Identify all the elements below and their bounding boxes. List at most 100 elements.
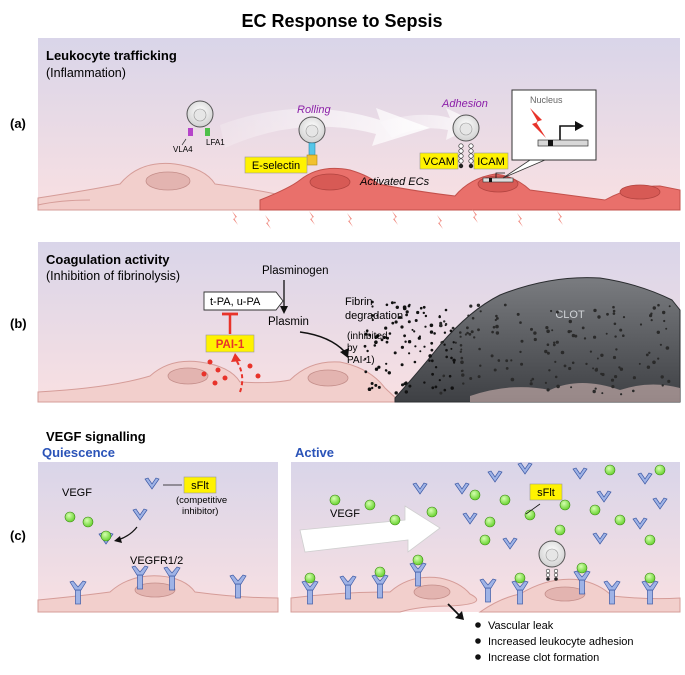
eselectin-molecule (306, 154, 318, 166)
fibrin-dot (384, 336, 387, 339)
fibrin-dot (615, 348, 618, 351)
lfa1-label: LFA1 (206, 138, 225, 147)
fibrin-dot (593, 308, 597, 313)
fibrin-dot (459, 344, 463, 347)
panel-a-label: (a) (10, 116, 26, 131)
inflammation-spark (309, 211, 315, 225)
vla4-pointer (181, 138, 187, 146)
fibrin-dot (380, 338, 384, 342)
callout-gene (537, 139, 589, 147)
fibrin-dot (440, 341, 444, 344)
fibrin-dot (555, 340, 559, 344)
fibrin-dot (416, 310, 420, 315)
plasmin-arrowhead (340, 348, 349, 358)
vegf-molecule-icon (654, 464, 666, 476)
vla4-receptor (188, 128, 193, 136)
fibrin-dot (443, 343, 446, 346)
fibrin-dot (659, 343, 663, 346)
ec-cells (37, 360, 402, 403)
fibrin-dot (563, 364, 567, 368)
adhesion-label: Adhesion (441, 98, 488, 110)
vegf-molecule-icon (484, 516, 496, 528)
fibrin-dot (519, 321, 522, 324)
fibrin-dot (371, 386, 374, 390)
panel-b-heading: Coagulation activity (46, 252, 170, 267)
inhibited-label-1: (inhibited (347, 331, 388, 342)
fibrin-dot (592, 367, 595, 370)
bullet-dot (475, 638, 481, 644)
fibrin-dot (467, 314, 470, 317)
ec-nucleus (309, 173, 351, 191)
clot-label: CLOT (555, 309, 585, 321)
fibrin-dot (531, 377, 535, 381)
fibrin-dot (384, 369, 388, 372)
fibrin-dot (450, 386, 454, 390)
bound-vegf-icon (304, 572, 316, 584)
fibrin-dot (622, 334, 625, 338)
fibrin-dot (492, 325, 496, 329)
fibrin-dot (393, 351, 397, 355)
fibrin-dot (592, 389, 596, 394)
fibrin-dot (402, 305, 407, 310)
fibrin-dot (648, 351, 651, 354)
activated-ecs-label: Activated ECs (359, 176, 430, 188)
ec-nucleus (145, 171, 191, 191)
fibrin-dot (408, 352, 411, 355)
secretion-arrow (235, 359, 244, 393)
fibrin-dot (571, 361, 575, 365)
fibrin-dot (622, 316, 626, 319)
fibrin-dot (404, 340, 407, 343)
fibrin-dot (408, 384, 412, 388)
fibrin-dot (374, 367, 379, 371)
fibrin-dot (583, 337, 587, 340)
fibrin-dot (364, 332, 368, 336)
fibrin-dot (585, 362, 588, 366)
fibrin-dot (530, 379, 533, 382)
fibrin-dot (560, 350, 565, 355)
bullet-dot (475, 622, 481, 628)
fibrin-dot (614, 335, 617, 338)
fibrin-dot (552, 343, 556, 347)
fibrin-dot (544, 381, 548, 384)
fibrin-dot (376, 314, 379, 317)
fibrin-dot (550, 309, 553, 313)
fibrin-dot (548, 369, 551, 372)
fibrin-dot (516, 312, 520, 316)
fibrin-dot (419, 350, 422, 353)
fibrin-dot (546, 329, 550, 334)
panel-b-subheading: (Inhibition of fibrinolysis) (46, 269, 180, 283)
fibrin-dot (371, 318, 374, 322)
panel-c: VEGF signalling (c) Quiescence Active VE… (10, 429, 681, 664)
fibrin-dot (533, 331, 537, 335)
leukocyte-icon (452, 114, 480, 142)
fibrin-dot (611, 385, 615, 389)
fibrin-dot (363, 344, 367, 348)
vegf-molecule-icon (329, 494, 341, 506)
figure-title: EC Response to Sepsis (241, 11, 442, 31)
fibrin-dot (545, 326, 549, 330)
bound-vegf-icon (412, 554, 424, 566)
fibrin-dot (571, 333, 576, 338)
fibrin-dot (469, 377, 473, 380)
vegf-molecule-icon (364, 499, 376, 511)
leukocyte-icon (186, 100, 214, 128)
panel-c-heading: VEGF signalling (46, 429, 146, 444)
fibrin-dot (555, 310, 559, 314)
fibrin-dot (639, 323, 643, 326)
fibrin-dot (393, 301, 396, 304)
vegfr-label: VEGFR1/2 (130, 555, 183, 567)
adhesion-chain (545, 568, 559, 581)
ec-nucleus (167, 367, 209, 385)
ec-nucleus (619, 184, 661, 200)
fibrin-dot (620, 393, 623, 396)
pai1-box (205, 334, 255, 353)
outcome-item: Increase clot formation (488, 652, 599, 664)
ec-nucleus (307, 369, 349, 387)
rolling-label: Rolling (297, 104, 332, 116)
fibrin-dot (544, 349, 548, 354)
vegf-molecule-icon (614, 514, 626, 526)
fibrin-dot (491, 330, 494, 334)
fibrin-dot (365, 329, 369, 333)
panel-a-subheading: (Inflammation) (46, 66, 126, 80)
fibrin-dot (510, 359, 513, 362)
